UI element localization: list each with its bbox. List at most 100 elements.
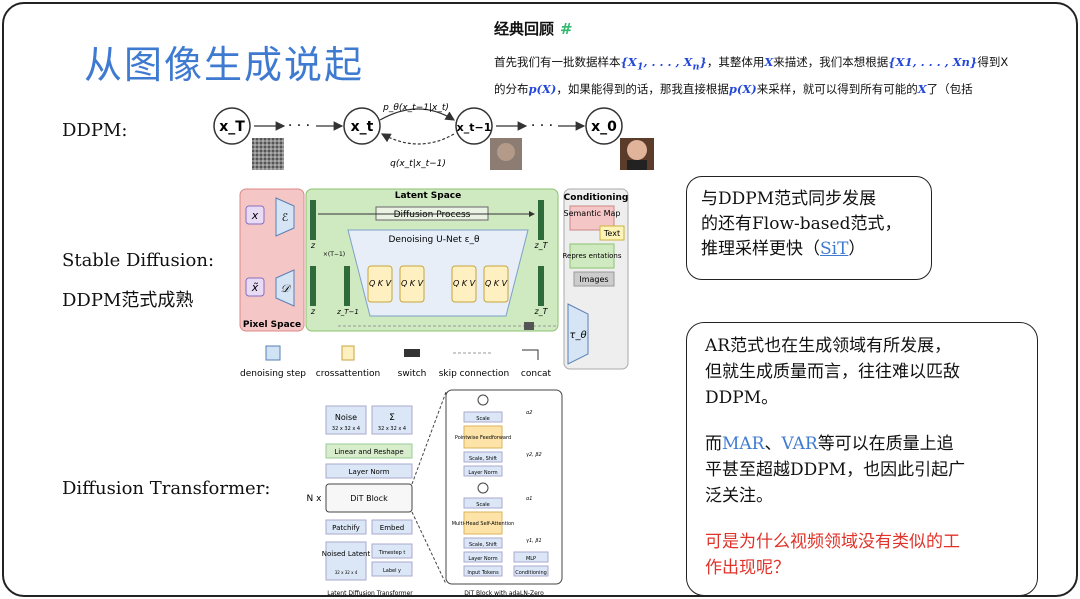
caption-right: DiT Block with adaLN-Zero [464,590,544,597]
review-text: 来描述，我们本想根据 [773,55,889,69]
math-set-open: {X [620,55,637,69]
scale-bottom: Scale [476,502,489,508]
layer-norm-label: Layer Norm [349,468,390,476]
noise-label: Noise [335,413,357,422]
qkv-3: Q K V [453,279,476,288]
bubble1-line1: 与DDPM范式同步发展 [701,189,877,209]
dots-1: · · · [288,118,310,134]
legend-crossattention: crossattention [316,369,380,379]
x-tilde-box [245,277,265,297]
stable-diffusion-figure: Pixel Space Latent Space Conditioning x … [239,188,629,379]
hash-icon[interactable]: # [560,20,573,38]
legend-concat: concat [521,369,552,379]
math-x-2: X [917,82,927,97]
embed-label: Embed [380,524,404,532]
scale-shift-bottom: Scale, Shift [469,542,497,548]
zT-label-top: z_T [533,241,548,250]
images-label: Images [579,275,608,284]
math-px: p(X) [528,82,557,97]
qkv-2: Q K V [401,279,424,288]
node-xT [213,107,251,145]
math-sub-1: 1 [636,61,644,73]
noise-image [252,138,284,170]
legend-switch: switch [398,369,427,379]
dit-figure: Noise 32 x 32 x 4 Σ 32 x 32 x 4 Linear a… [307,389,563,597]
math-set-2: {X1, . . . , Xn} [888,55,978,69]
bubble2-p2-1: 而MAR、VAR等可以在质量上追 [705,431,1019,457]
latent-space-label: Latent Space [395,191,462,201]
math-sub-n: n [692,61,700,73]
scale-top: Scale [476,416,489,422]
patchify-label: Patchify [332,524,360,532]
review-text: 的分布 [494,82,529,97]
unet-trapezoid [347,229,529,317]
node-xt-label: x_t [351,119,374,135]
bubble2-p3-1: 可是为什么视频领域没有类似的工 [705,532,960,552]
sit-link[interactable]: SiT [820,239,849,259]
x-label: x [251,209,259,222]
math-set-close: } [699,55,707,69]
review-heading-text: 经典回顾 [494,20,555,38]
var-link[interactable]: VAR [781,434,818,454]
representations-label: Repres entations [562,252,621,260]
sigma-label: Σ [389,413,395,423]
noised-latent-label: Noised Latent [322,550,371,558]
decoder-shape [275,269,295,307]
review-text: 首先我们有一批数据样本 [494,55,621,69]
bubble2-p1-2: 但就生成质量而言，往往难以匹敌 [705,362,960,382]
ar-paradigm-note: AR范式也在生成领域有所发展， 但就生成质量而言，往往难以匹敌 DDPM。 而M… [686,322,1038,595]
q-label: q(x_t|x_t−1) [390,159,446,169]
label-ddpm: DDPM: [62,120,128,141]
bubble1-line2: 的还有Flow-based范式， [701,214,902,234]
pixel-space-label: Pixel Space [243,320,301,330]
scale-shift-top: Scale, Shift [469,456,497,462]
linear-reshape-label: Linear and Reshape [334,448,403,456]
semantic-map-label: Semantic Map [564,209,621,218]
qkv-4: Q K V [485,279,508,288]
bubble2-p2-suffix: 等可以在质量上追 [817,434,954,454]
legend-denoising: denoising step [240,369,306,379]
node-xt-1-label: x_t−1 [457,121,492,134]
classic-review-section: 经典回顾# 首先我们有一批数据样本{X1, . . . , Xn}，其整体用X来… [494,18,1076,101]
conditioning-dit-label: Conditioning [515,570,547,576]
x-input-box [245,205,265,225]
conditioning-label: Conditioning [564,193,629,203]
label-stable-diffusion: Stable Diffusion: [62,250,215,271]
layer-norm-bottom: Layer Norm [468,556,497,562]
z-label-top: z [310,241,316,250]
dit-block-label: DiT Block [350,494,388,503]
bubble1-line3: 推理采样更快（SiT） [701,237,917,262]
mlp-label: MLP [526,556,536,562]
gb2-label: γ2, β2 [526,452,542,458]
input-tokens-label: Input Tokens [467,570,499,576]
mha-label: Multi-Head Self-Attention [452,521,515,527]
qkv-1: Q K V [369,279,392,288]
zT-label-bottom: z_T [533,307,548,316]
times-label: ×(T−1) [323,251,345,258]
review-line-1: 首先我们有一批数据样本{X1, . . . , Xn}，其整体用X来描述，我们本… [494,51,1076,78]
ddpm-chain-figure: x_T · · · x_t p_θ(x_t−1|x_t) q(x_t|x_t−1… [213,103,654,170]
bubble2-p1-3: DDPM。 [705,388,779,408]
bubble2-p1-1: AR范式也在生成领域有所发展， [705,336,952,356]
unet-label: Denoising U-Net ε_θ [388,235,480,245]
bubble1-line3-text: 推理采样更快（ [701,239,820,259]
bubble2-p2-2: 平甚至超越DDPM，也因此引起广 [705,460,966,480]
review-heading: 经典回顾 # [494,18,1076,39]
bubble1-line3-close: ） [848,239,866,259]
node-xt-1 [455,107,493,145]
diffusion-process-label: Diffusion Process [394,210,471,220]
node-xt [343,107,381,145]
bubble2-p2-3: 泛关注。 [705,486,773,506]
zT1-label: z_T−1 [336,308,359,316]
x-tilde-label: x̃ [251,281,259,294]
review-text: 了（包括 [926,82,973,97]
node-xT-label: x_T [219,119,245,135]
math-x: X [764,55,774,69]
review-text: ，如果能得到的话，那我直接根据 [556,82,729,97]
mar-link[interactable]: MAR [722,434,765,454]
review-text: 来采样，就可以得到所有可能的 [756,82,918,97]
bubble2-p2-prefix: 而 [705,434,722,454]
timestep-label: Timestep t [378,550,406,556]
z-label-bottom: z [310,307,316,316]
flow-based-note: 与DDPM范式同步发展 的还有Flow-based范式， 推理采样更快（SiT） [686,176,932,280]
